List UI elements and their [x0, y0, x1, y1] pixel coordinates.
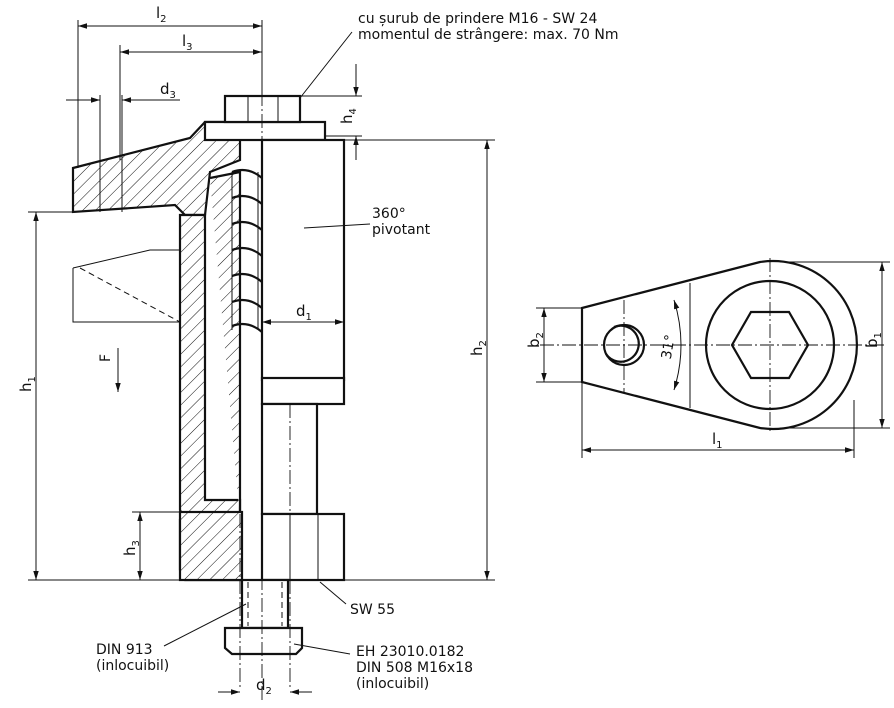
lower-shaft [260, 402, 319, 516]
angle-label: 31° [659, 333, 679, 360]
grub-screw [240, 578, 290, 630]
sw-label: SW 55 [350, 602, 395, 618]
clamp-arm-lower [72, 249, 185, 323]
eh-line3: (inlocuibil) [356, 676, 429, 692]
svg-text:h2: h2 [468, 340, 489, 356]
din913-line2: (inlocuibil) [96, 658, 169, 674]
dim-l3: l3 [182, 32, 193, 53]
dim-h1: h1 [17, 376, 38, 392]
pressure-foot [223, 626, 304, 656]
pivot-note-line2: pivotant [372, 222, 431, 238]
svg-text:h4: h4 [338, 108, 359, 124]
svg-text:l1: l1 [712, 430, 723, 451]
svg-text:d1: d1 [296, 302, 312, 323]
svg-text:b2: b2 [525, 332, 546, 348]
eh-line1: EH 23010.0182 [356, 644, 464, 660]
svg-text:d2: d2 [256, 676, 272, 697]
svg-text:h1: h1 [17, 376, 38, 392]
svg-text:b1: b1 [863, 332, 884, 348]
svg-text:d3: d3 [160, 80, 176, 101]
dim-h2: h2 [468, 340, 489, 356]
dim-b1: b1 [863, 332, 884, 348]
dim-h4: h4 [338, 108, 359, 124]
svg-text:l3: l3 [182, 32, 193, 53]
nut-sw55 [260, 512, 346, 582]
side-view [28, 20, 495, 700]
bolt-head [223, 94, 302, 124]
pivot-ring [260, 376, 346, 406]
svg-text:l2: l2 [156, 4, 167, 25]
svg-text:h3: h3 [121, 540, 142, 556]
screw-note-line1: cu șurub de prindere M16 - SW 24 [358, 11, 597, 27]
top-view [536, 258, 890, 458]
pivot-cylinder [260, 138, 346, 382]
din913-line1: DIN 913 [96, 642, 153, 658]
dim-d1: d1 [296, 302, 312, 323]
pivot-note-line1: 360° [372, 206, 406, 222]
dim-l2: l2 [156, 4, 167, 25]
dim-h3: h3 [121, 540, 142, 556]
eh-line2: DIN 508 M16x18 [356, 660, 473, 676]
dim-l1: l1 [712, 430, 723, 451]
dim-b2: b2 [525, 332, 546, 348]
guide-plate [178, 510, 244, 582]
dim-d3: d3 [160, 80, 176, 101]
clamp-arm [71, 120, 242, 217]
screw-note-line2: momentul de strângere: max. 70 Nm [358, 27, 618, 43]
head-plate [203, 120, 327, 142]
dim-d2: d2 [256, 676, 272, 697]
spring [231, 168, 263, 333]
force-label: F [98, 354, 114, 362]
